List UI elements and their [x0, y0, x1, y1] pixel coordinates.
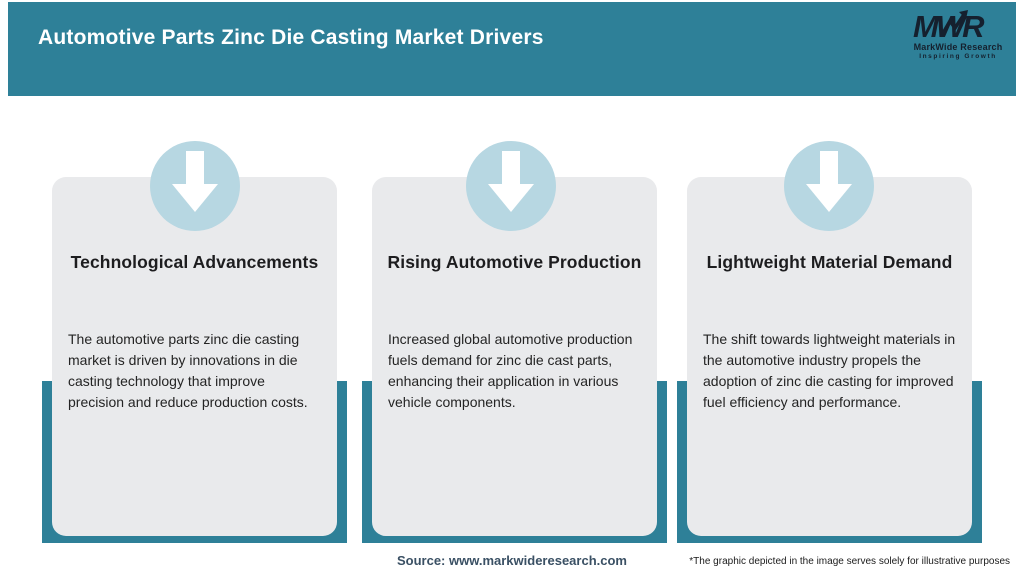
- svg-text:MWR: MWR: [913, 10, 985, 44]
- disclaimer-text: *The graphic depicted in the image serve…: [689, 556, 1010, 567]
- arrow-down-icon: [784, 141, 874, 231]
- logo-name: MarkWide Research: [913, 42, 1003, 52]
- logo-acronym-icon: MWR: [908, 10, 1008, 44]
- card-body-text: The shift towards lightweight materials …: [703, 331, 956, 410]
- markwide-logo: MWR MarkWide Research Inspiring Growth: [908, 10, 1008, 60]
- card-title: Rising Automotive Production: [387, 252, 642, 272]
- driver-card-technological-advancements: Technological Advancements The automotiv…: [52, 177, 337, 536]
- source-text: Source: www.markwideresearch.com: [396, 553, 627, 568]
- card-body-text: Increased global automotive production f…: [388, 331, 633, 410]
- card-title: Lightweight Material Demand: [706, 252, 953, 272]
- card-title: Technological Advancements: [70, 252, 319, 272]
- driver-card-rising-automotive-production: Rising Automotive Production Increased g…: [372, 177, 657, 536]
- logo-tagline: Inspiring Growth: [919, 53, 997, 60]
- arrow-down-icon: [150, 141, 240, 231]
- card-body-text: The automotive parts zinc die casting ma…: [68, 331, 308, 410]
- header-bar: Automotive Parts Zinc Die Casting Market…: [8, 2, 1016, 96]
- arrow-down-icon: [466, 141, 556, 231]
- page-title: Automotive Parts Zinc Die Casting Market…: [38, 26, 544, 49]
- driver-card-lightweight-material-demand: Lightweight Material Demand The shift to…: [687, 177, 972, 536]
